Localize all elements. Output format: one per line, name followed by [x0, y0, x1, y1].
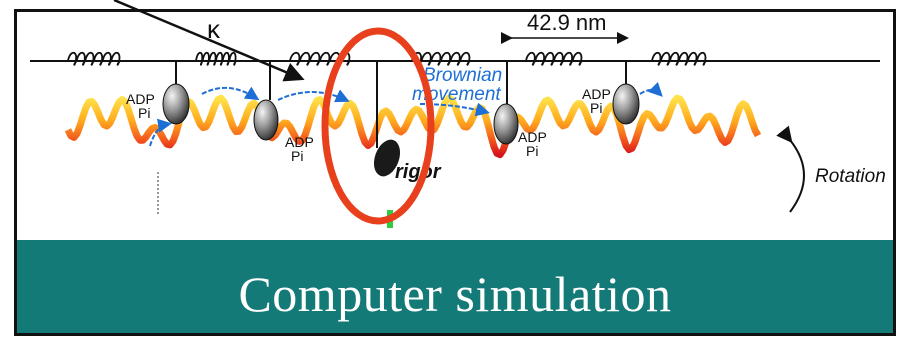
pi-label: Pi [138, 105, 150, 121]
motor-head-icon [253, 99, 279, 141]
rotation-arrow-icon [776, 125, 805, 213]
rotation-label: Rotation [815, 166, 886, 187]
spring-icon [411, 51, 471, 66]
spring-icon [195, 51, 237, 66]
spring-icon [67, 51, 121, 66]
rigor-label: rigor [395, 161, 442, 183]
arrow-icon [149, 118, 172, 147]
arrow-icon [201, 86, 260, 101]
pointer-arrow [113, 0, 305, 82]
adp-label: ADP [582, 86, 611, 102]
motor-head-icon [162, 83, 190, 125]
arrow-icon [639, 81, 663, 97]
adp-label: ADP [285, 134, 314, 150]
title-banner: Computer simulation [14, 240, 896, 336]
motor-head-icon [373, 139, 401, 177]
adp-label: ADP [518, 129, 547, 145]
pi-label: Pi [590, 100, 602, 116]
motor-head-icon [612, 83, 640, 125]
highlight-circle [321, 27, 435, 225]
spring-icon [651, 51, 707, 66]
kappa-label: κ [207, 14, 221, 44]
pi-label: Pi [526, 143, 538, 159]
pi-label: Pi [291, 148, 303, 164]
brownian-label: movement [412, 84, 501, 105]
blue-arrows [149, 81, 663, 147]
arrow-icon [419, 102, 490, 117]
adp-label: ADP [126, 91, 155, 107]
brownian-label: Brownian [423, 65, 502, 86]
springs [67, 51, 707, 66]
motor-head-icon [493, 103, 519, 145]
distance-label: 42.9 nm [527, 10, 607, 35]
arrow-icon [277, 89, 350, 103]
banner-title: Computer simulation [238, 265, 672, 322]
spring-icon [525, 51, 583, 66]
